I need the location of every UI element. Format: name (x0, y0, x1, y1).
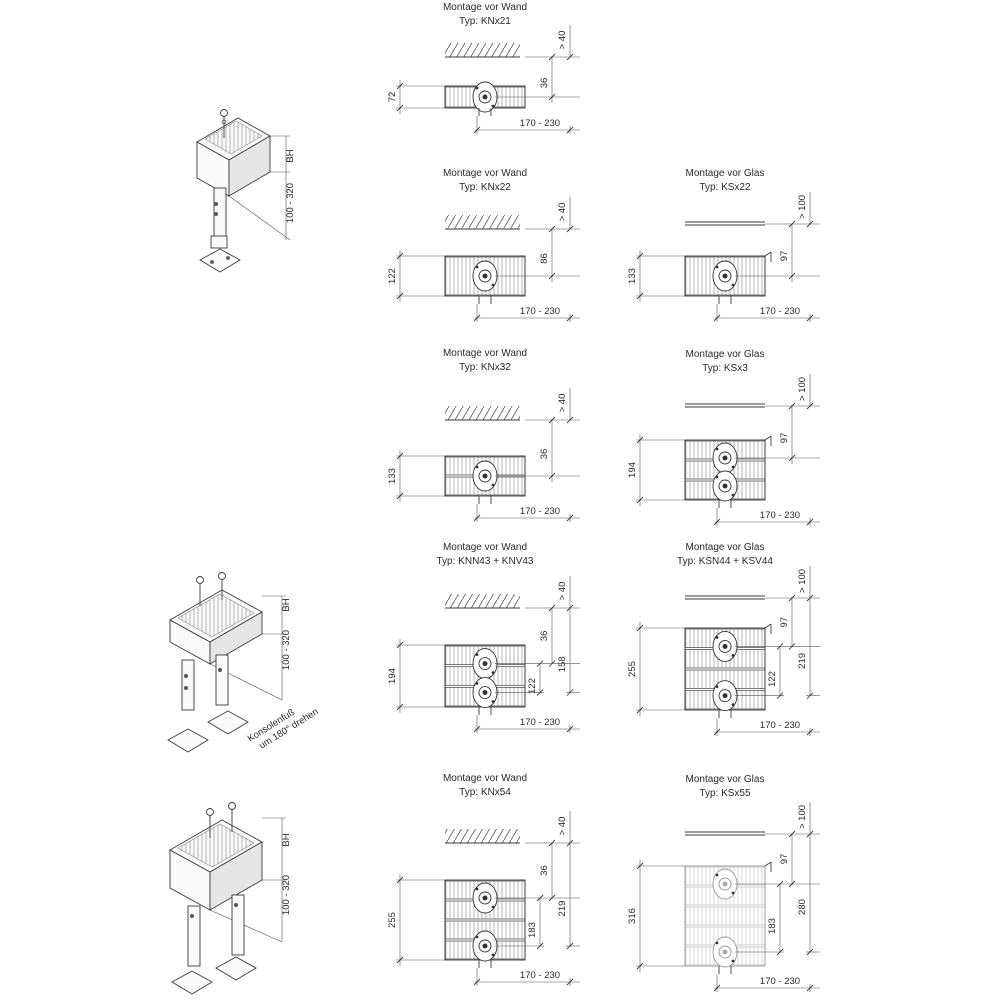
dim-inner-spacing: 122 (527, 678, 538, 694)
dim-body-height: 194 (387, 668, 398, 684)
section-caption-title: Montage vor Wand (443, 168, 527, 179)
dim-top-clearance: > 40 (557, 394, 568, 413)
dim-axis-offset: 97 (779, 251, 790, 262)
iso1-bh-label: BH (285, 149, 296, 162)
dim-installation-width: 170 - 230 (760, 720, 800, 731)
dim-top-clearance: > 40 (557, 31, 568, 50)
dim-body-height: 122 (387, 268, 398, 284)
dim-body-height: 255 (387, 912, 398, 928)
dim-top-clearance: > 100 (797, 805, 808, 829)
dim-installation-width: 170 - 230 (520, 970, 560, 981)
section-caption-type: Typ: KNx22 (459, 182, 511, 193)
section-caption-title: Montage vor Glas (686, 349, 765, 360)
dim-inner-spacing: 183 (527, 922, 538, 938)
dim-upper-offset: 97 (779, 854, 790, 865)
dim-axis-offset: 86 (539, 253, 550, 264)
dim-upper-offset: 36 (539, 631, 550, 642)
section-caption-type: Typ: KNx21 (459, 16, 511, 27)
section-caption-type: Typ: KSx22 (699, 182, 751, 193)
iso1-range-label: 100 - 320 (285, 183, 296, 223)
dim-installation-width: 170 - 230 (760, 510, 800, 521)
dim-installation-width: 170 - 230 (520, 306, 560, 317)
dim-upper-offset: 97 (779, 617, 790, 628)
iso-view-triple-convector: BH 100 - 320 (169, 802, 292, 995)
iso3-range-label: 100 - 320 (281, 875, 292, 915)
section-caption-title: Montage vor Wand (443, 542, 527, 553)
dim-axis-offset: 97 (779, 433, 790, 444)
dim-installation-width: 170 - 230 (760, 976, 800, 987)
dim-inner-spacing: 183 (767, 918, 778, 934)
dim-axis-offset: 36 (539, 449, 550, 460)
dim-body-height: 194 (627, 462, 638, 478)
iso-view-double-convector: BH 100 - 320 Konsolenfuß um 180° drehen (167, 572, 320, 753)
dim-body-height: 255 (627, 661, 638, 677)
section-caption-title: Montage vor Glas (686, 542, 765, 553)
section-caption-type: Typ: KNN43 + KNV43 (437, 556, 534, 567)
section-caption-title: Montage vor Wand (443, 2, 527, 13)
dim-outer-spacing: 219 (797, 653, 808, 669)
section-caption-title: Montage vor Wand (443, 773, 527, 784)
dim-body-height: 133 (387, 468, 398, 484)
dim-body-height: 133 (627, 268, 638, 284)
dim-axis-offset: 36 (539, 78, 550, 89)
section-caption-type: Typ: KSx3 (702, 363, 748, 374)
dim-top-clearance: > 100 (797, 195, 808, 219)
dim-installation-width: 170 - 230 (520, 717, 560, 728)
section-caption-type: Typ: KSx55 (699, 788, 751, 799)
iso2-bh-label: BH (281, 598, 292, 611)
dim-upper-offset: 36 (539, 865, 550, 876)
dim-top-clearance: > 40 (557, 817, 568, 836)
dim-installation-width: 170 - 230 (520, 118, 560, 129)
section-caption-type: Typ: KNx54 (459, 787, 511, 798)
dim-installation-width: 170 - 230 (520, 506, 560, 517)
section-caption-title: Montage vor Wand (443, 348, 527, 359)
dim-top-clearance: > 40 (557, 203, 568, 222)
dim-top-clearance: > 100 (797, 569, 808, 593)
dim-installation-width: 170 - 230 (760, 306, 800, 317)
dim-top-clearance: > 100 (797, 377, 808, 401)
iso-view-single-convector: BH 100 - 320 (196, 109, 296, 273)
dim-outer-spacing: 280 (797, 899, 808, 915)
iso3-bh-label: BH (281, 833, 292, 846)
dim-body-height: 72 (387, 92, 398, 103)
dim-top-clearance: > 40 (557, 582, 568, 601)
dim-outer-spacing: 219 (557, 901, 568, 917)
section-caption-type: Typ: KSN44 + KSV44 (677, 556, 773, 567)
section-caption-title: Montage vor Glas (686, 168, 765, 179)
section-caption-type: Typ: KNx32 (459, 362, 511, 373)
section-caption-title: Montage vor Glas (686, 774, 765, 785)
iso2-range-label: 100 - 320 (281, 630, 292, 670)
dim-inner-spacing: 122 (767, 671, 778, 687)
dim-outer-spacing: 158 (557, 656, 568, 672)
dim-body-height: 316 (627, 908, 638, 924)
